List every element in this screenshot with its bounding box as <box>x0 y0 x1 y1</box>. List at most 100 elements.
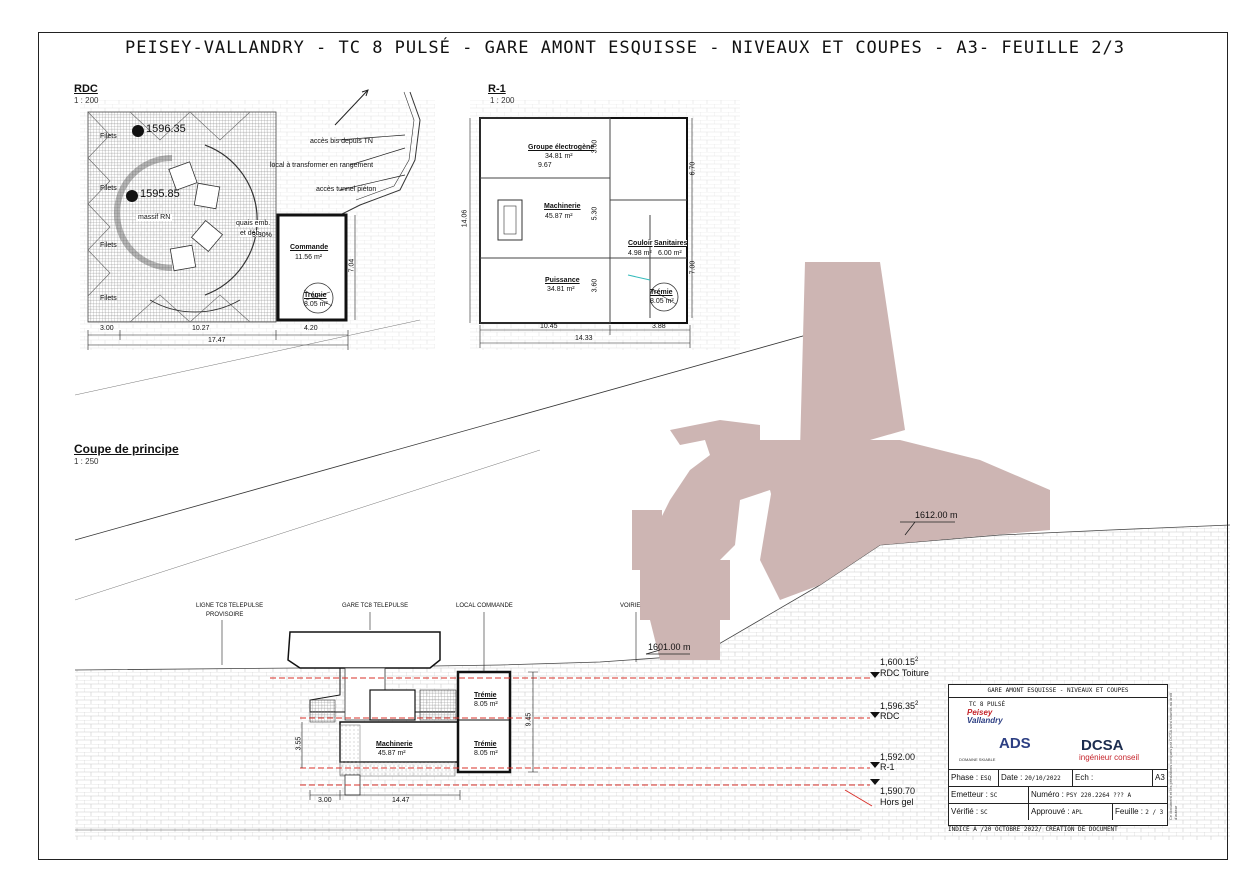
title-block-heading: GARE AMONT ESQUISSE - NIVEAUX ET COUPES <box>949 685 1167 698</box>
r1-dim-9: 3.88 <box>652 323 666 330</box>
rdc-tremie-area: 8.05 m² <box>304 301 328 308</box>
rdc-filets-label: Filets <box>100 295 117 302</box>
rdc-quais-label-2: et déb. <box>240 230 262 237</box>
rdc-commande-building <box>276 213 348 322</box>
section-voirie-label: VOIRIE <box>620 603 641 609</box>
r1-dim-4: 3.60 <box>591 278 599 293</box>
level-value: 1,596.352 <box>880 701 919 711</box>
section-gare-label: GARE TC8 TELEPULSE <box>342 603 409 609</box>
title-block-row-verifie: Vérifié : SC Approuvé : APL Feuille : 2 … <box>949 803 1167 820</box>
section-tremie-1-label: Trémie <box>474 692 497 699</box>
level-value: 1,590.70 <box>880 786 916 796</box>
rdc-elevation-bottom: 1595.85 <box>140 188 180 200</box>
rdc-commande-label: Commande <box>290 244 329 251</box>
new-station-section <box>287 631 512 796</box>
r1-sanitaires-area: 6.00 m² <box>658 250 682 257</box>
title-block-row-phase: Phase : ESQ Date : 20/10/2022 Ech : A3 <box>949 769 1167 786</box>
rdc-filets-label: Filets <box>100 242 117 249</box>
r1-dim-10: 14.33 <box>575 335 593 342</box>
r1-tremie-label: Trémie <box>650 289 673 296</box>
phase-cell: Phase : ESQ <box>949 770 999 786</box>
section-machinerie-label: Machinerie <box>376 741 413 748</box>
dcsa-logo-subtitle: ingénieur conseil <box>1079 753 1140 762</box>
section-ligne-label-2: PROVISOIRE <box>206 612 244 618</box>
section-local-label: LOCAL COMMANDE <box>456 603 513 609</box>
ech-cell: Ech : <box>1073 770 1153 786</box>
feuille-cell: Feuille : 2 / 3 <box>1115 807 1164 816</box>
rdc-dim-5: 7.04 <box>348 258 356 273</box>
r1-groupe-label: Groupe électrogène <box>528 144 595 151</box>
r1-view-title: R-1 <box>488 83 506 95</box>
rdc-dim-4: 17.47 <box>208 337 226 344</box>
title-block-row-emetteur: Emetteur : SC Numéro : PSY 220.2264 ??? … <box>949 786 1167 803</box>
r1-dim-3: 5.30 <box>591 206 599 221</box>
rdc-dim-2: 10.27 <box>192 325 210 332</box>
rdc-tremie-label: Trémie <box>304 292 327 299</box>
rdc-cabins <box>168 161 224 272</box>
level-value: 1,592.00 <box>880 752 916 762</box>
rdc-view-title: RDC <box>74 83 98 95</box>
r1-machinerie-area: 45.87 m² <box>545 213 573 220</box>
rdc-local-label: local à transformer en rangement <box>270 162 374 169</box>
r1-puissance-area: 34.81 m² <box>547 286 575 293</box>
r1-dim-8: 10.45 <box>540 323 558 330</box>
title-block: GARE AMONT ESQUISSE - NIVEAUX ET COUPES … <box>948 684 1168 826</box>
title-block-project: TC 8 PULSÉ <box>969 701 1006 708</box>
section-dim-2: 14.47 <box>392 797 410 804</box>
section-ligne-label: LIGNE TC8 TELEPULSE <box>196 603 264 609</box>
r1-dim-7: 7.00 <box>689 260 697 275</box>
r1-tremie-area: 8.05 m² <box>650 298 674 305</box>
ads-logo-subtitle: DOMAINE SKIABLE <box>959 757 996 762</box>
rdc-dim-3: 4.20 <box>304 325 318 332</box>
peisey-logo-text-1: Peisey <box>967 708 993 717</box>
level-value: 1,600.152 <box>880 657 919 667</box>
r1-couloir-label: Couloir <box>628 240 653 247</box>
rdc-plan <box>80 89 435 350</box>
r1-puissance-label: Puissance <box>545 277 580 284</box>
r1-plan <box>469 100 740 350</box>
rdc-filets-label: Filets <box>100 133 117 140</box>
section-tremie-2-area: 8.05 m² <box>474 750 498 757</box>
existing-station-silhouette <box>632 262 1050 660</box>
rdc-acces-tunnel-label: accès tunnel piéton <box>316 186 377 193</box>
peisey-logo: Peisey Vallandry <box>967 709 1003 725</box>
verifie-cell: Vérifié : SC <box>949 804 1029 820</box>
level-lines <box>270 677 870 786</box>
rdc-acces-bis-label: accès bis depuis TN <box>310 138 373 145</box>
date-cell: Date : 20/10/2022 <box>999 770 1073 786</box>
sheet-title: PEISEY-VALLANDRY - TC 8 PULSÉ - GARE AMO… <box>125 38 1125 58</box>
level-name: RDC <box>880 711 900 721</box>
r1-sanitaires-label: Sanitaires <box>654 240 688 247</box>
rdc-filets-label: Filets <box>100 185 117 192</box>
peisey-logo-text-2: Vallandry <box>967 716 1003 725</box>
section-machinerie-area: 45.87 m² <box>378 750 406 757</box>
r1-couloir-area: 4.98 m² <box>628 250 652 257</box>
rdc-elevation-top: 1596.35 <box>146 123 186 135</box>
r1-view-scale: 1 : 200 <box>490 96 515 105</box>
section-drawing <box>74 262 1231 840</box>
section-view-scale: 1 : 250 <box>74 457 99 466</box>
level-name: RDC Toiture <box>880 668 929 678</box>
section-view-title: Coupe de principe <box>74 442 179 456</box>
dcsa-logo: DCSA <box>1081 737 1124 754</box>
approuve-cell: Approuvé : APL <box>1029 804 1113 820</box>
rdc-view-scale: 1 : 200 <box>74 96 99 105</box>
section-tremie-1-area: 8.05 m² <box>474 701 498 708</box>
ads-logo: ADS <box>999 735 1031 752</box>
rdc-slope-label: 3.30% <box>252 232 272 239</box>
r1-dim-2: 9.67 <box>538 162 552 169</box>
rdc-massif-label: massif RN <box>136 214 173 221</box>
rdc-dim-1: 3.00 <box>100 325 114 332</box>
r1-machinerie-label: Machinerie <box>544 203 581 210</box>
revision-note: INDICE A /20 OCTOBRE 2022/ CRÉATION DE D… <box>948 826 1118 833</box>
r1-dim-5: 14.06 <box>461 209 469 228</box>
elevation-1612: 1612.00 m <box>915 510 958 520</box>
section-dim-1: 3.00 <box>318 797 332 804</box>
elevation-1601: 1601.00 m <box>648 642 691 652</box>
r1-dim-6: 6.70 <box>689 161 697 176</box>
section-dim-3: 3.55 <box>295 736 303 751</box>
r1-dim-1: 3.60 <box>591 139 599 154</box>
rdc-commande-area: 11.56 m² <box>295 254 323 261</box>
numero-cell: Numéro : PSY 220.2264 ??? A <box>1031 790 1132 799</box>
